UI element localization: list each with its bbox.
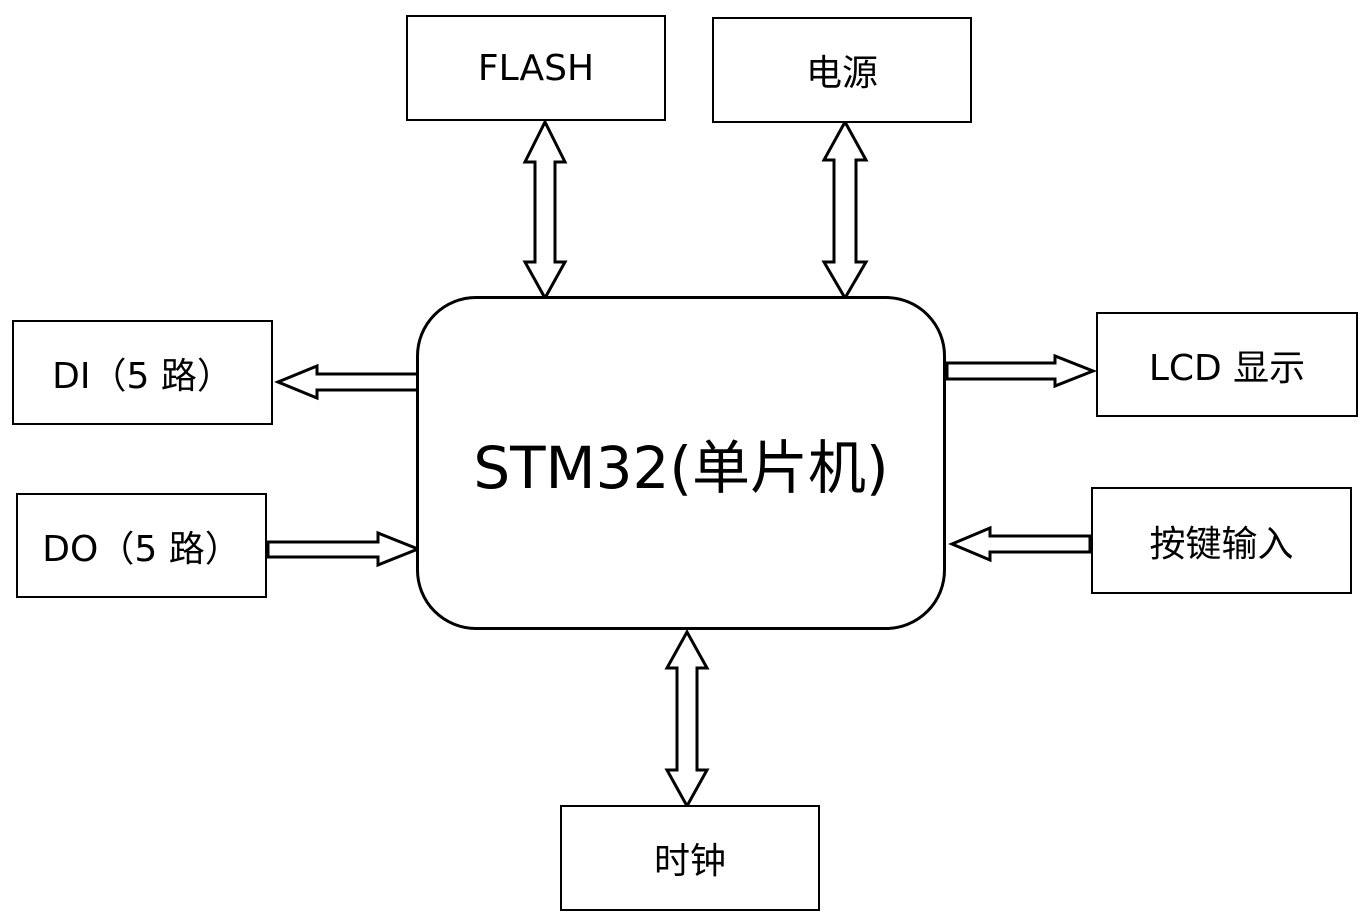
mcu-block: STM32(单片机) xyxy=(416,296,946,630)
di-block: DI（5 路） xyxy=(12,320,273,425)
clock-label: 时钟 xyxy=(653,841,726,882)
keys-to-mcu-arrow xyxy=(948,525,1092,563)
mcu-to-di-arrow xyxy=(274,363,421,401)
flash-label: FLASH xyxy=(477,47,595,89)
do-to-mcu-arrow xyxy=(266,530,423,568)
clock-block: 时钟 xyxy=(560,805,820,911)
flash-block: FLASH xyxy=(406,15,666,121)
power-label: 电源 xyxy=(805,53,878,94)
keys-label: 按键输入 xyxy=(1149,523,1294,565)
clock-mcu-arrow xyxy=(664,628,710,810)
keys-block: 按键输入 xyxy=(1091,487,1352,594)
lcd-label: LCD 显示 xyxy=(1148,347,1306,389)
mcu-label: STM32(单片机) xyxy=(473,434,889,502)
do-label: DO（5 路） xyxy=(42,528,241,570)
di-label: DI（5 路） xyxy=(52,355,233,397)
flash-mcu-arrow xyxy=(522,118,568,302)
power-mcu-arrow xyxy=(821,118,869,301)
mcu-to-lcd-arrow xyxy=(945,353,1098,389)
lcd-block: LCD 显示 xyxy=(1096,312,1358,417)
do-block: DO（5 路） xyxy=(16,493,267,598)
power-block: 电源 xyxy=(712,17,972,123)
